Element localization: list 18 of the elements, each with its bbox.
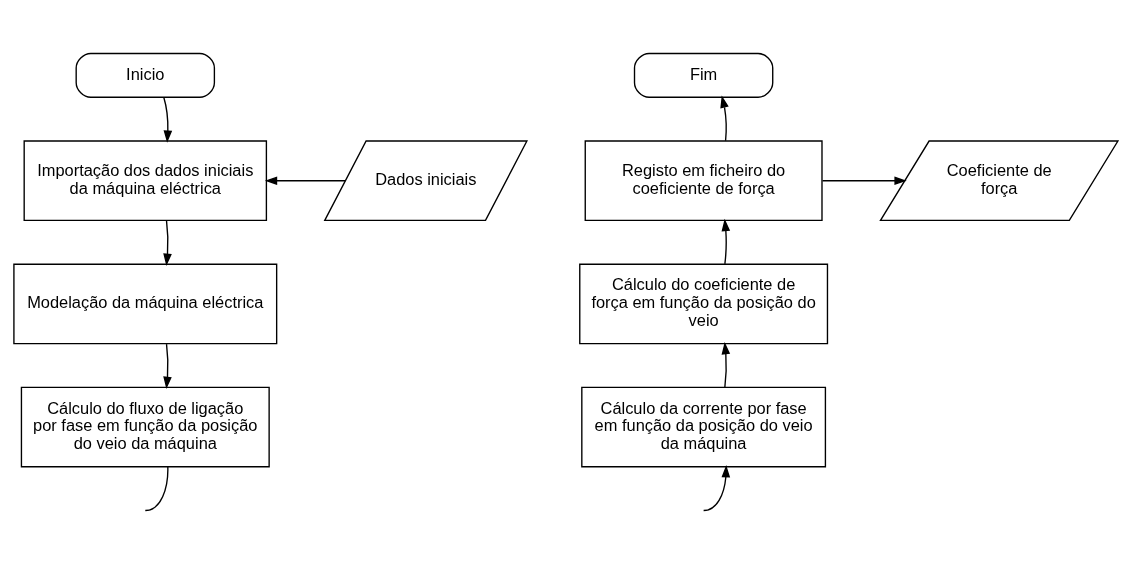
node-box: Fim xyxy=(633,52,774,98)
node-box: Inicio xyxy=(75,52,216,98)
node-box: Cálculo do fluxo de ligação por fase em função da posição do veio da máquina xyxy=(20,386,270,467)
node-box: Modelação da máquina eléctrica xyxy=(13,263,278,344)
node-box: Importação dos dados iniciais da máquina eléctrica xyxy=(23,139,268,221)
node-box: Cálculo do coeficiente de força em função da posição do veio xyxy=(579,263,829,344)
arrow xyxy=(721,218,731,264)
node-box: Registo em ficheiro do coeficiente de força xyxy=(584,139,823,221)
arrow xyxy=(720,95,729,141)
arrow xyxy=(163,342,172,389)
node-box: Cálculo da corrente por fase em função da posição do veio da máquina xyxy=(581,386,827,467)
connector xyxy=(144,465,169,511)
arrow xyxy=(721,341,731,388)
arrow xyxy=(264,175,346,185)
arrow xyxy=(821,175,907,185)
arrow xyxy=(163,219,172,266)
arrow xyxy=(702,464,731,511)
arrow xyxy=(163,96,173,143)
